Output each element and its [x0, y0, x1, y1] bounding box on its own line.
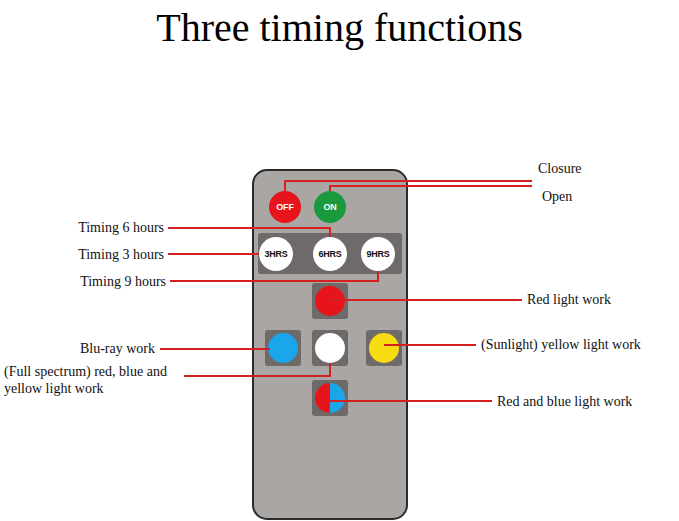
on-button: ON	[314, 191, 346, 223]
leader-lines	[160, 181, 532, 401]
leader-line	[330, 400, 492, 402]
timer-button: 9HRS	[361, 237, 395, 271]
button-frame	[366, 330, 402, 366]
timer-button: 3HRS	[259, 237, 293, 271]
timer-button: 6HRS	[313, 237, 347, 271]
callout-label: Blu-ray work	[80, 340, 155, 357]
blue-half	[330, 383, 345, 413]
callout-label: (Full spectrum) red, blue and yellow lig…	[4, 363, 180, 397]
callout-label: Timing 9 hours	[80, 273, 166, 290]
off-button: OFF	[269, 191, 301, 223]
remote-body	[253, 170, 407, 519]
leader-line	[184, 363, 330, 376]
callout-label: Timing 6 hours	[78, 219, 164, 236]
button-label: OFF	[276, 202, 293, 212]
title: Three timing functions	[0, 4, 679, 51]
red-half	[315, 383, 330, 413]
callout-label: Open	[542, 188, 572, 205]
leader-line	[330, 299, 522, 301]
leader-line	[168, 228, 330, 238]
button-frame	[312, 330, 348, 366]
leader-line	[168, 253, 259, 255]
callout-label: Red light work	[527, 291, 611, 308]
button-label: 9HRS	[366, 249, 389, 259]
leader-line	[160, 348, 270, 350]
leader-line	[285, 181, 532, 192]
yellow-button	[369, 333, 399, 363]
button-frame	[265, 330, 301, 366]
leader-line	[384, 344, 476, 346]
white-button	[315, 333, 345, 363]
button-label: 6HRS	[318, 249, 341, 259]
callout-label: Timing 3 hours	[78, 246, 164, 263]
button-label: ON	[323, 202, 336, 212]
button-frame	[312, 380, 348, 416]
callout-label: (Sunlight) yellow light work	[481, 336, 641, 353]
button-label: 3HRS	[264, 249, 287, 259]
leader-line	[170, 271, 378, 281]
timer-panel	[258, 233, 402, 274]
callout-label: Closure	[538, 160, 582, 177]
callout-label: Red and blue light work	[497, 393, 632, 410]
blue-button	[268, 333, 298, 363]
leader-line	[330, 186, 532, 192]
